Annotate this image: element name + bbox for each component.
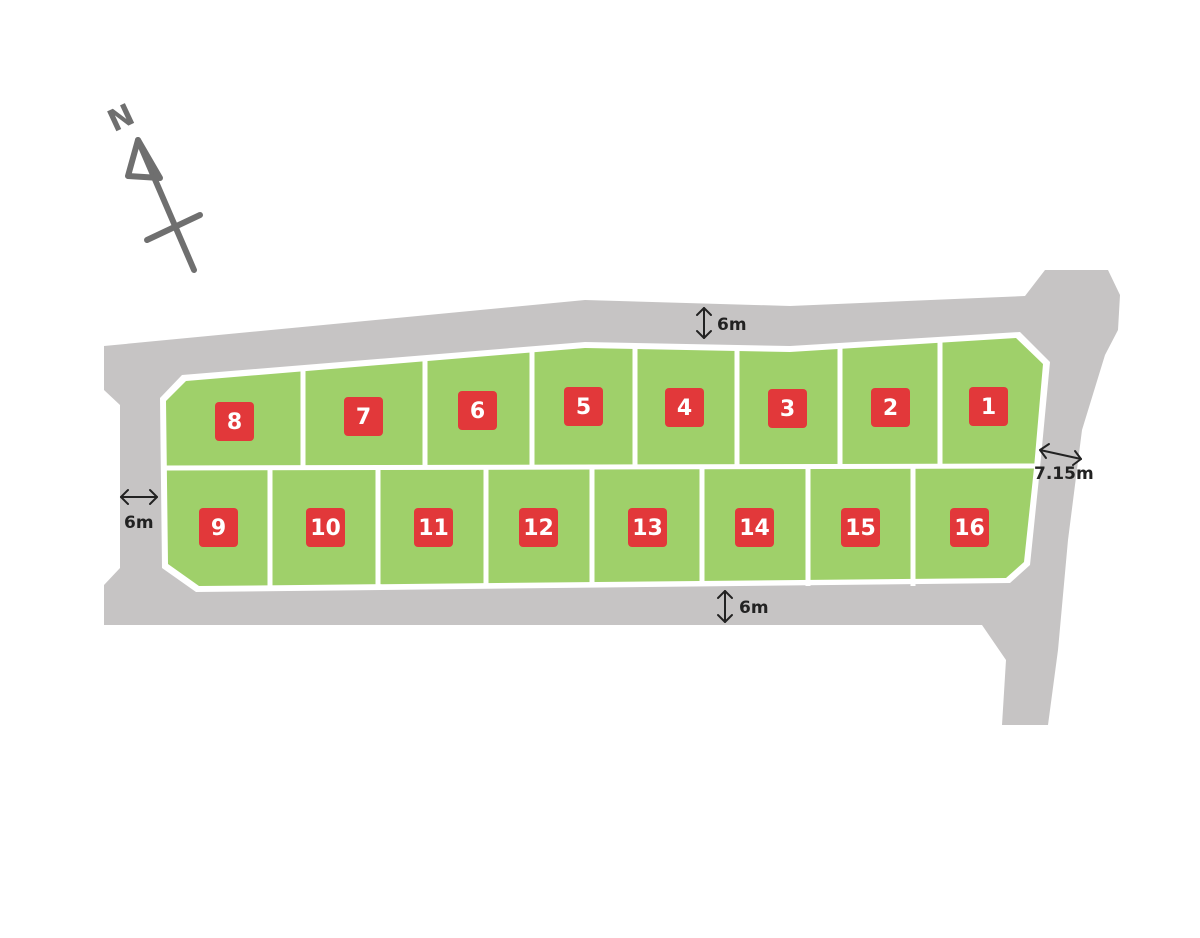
north-arrow-crossbar xyxy=(144,212,203,243)
north-letter: N xyxy=(102,97,140,139)
lot-badge[interactable] xyxy=(215,402,254,441)
lot-badge[interactable] xyxy=(199,508,238,547)
lot-badge[interactable] xyxy=(306,508,345,547)
arrow-head-icon xyxy=(120,489,129,505)
lot-dividers xyxy=(163,338,1041,586)
lot-number: 5 xyxy=(576,395,591,420)
lot-badge[interactable] xyxy=(871,388,910,427)
lot-badge[interactable] xyxy=(564,387,603,426)
lot-badge[interactable] xyxy=(841,508,880,547)
lot-badge[interactable] xyxy=(628,508,667,547)
road-width-annotations: 6m 6m 6m 7.15m xyxy=(120,307,1094,623)
lot-badge[interactable] xyxy=(458,391,497,430)
road-width-label: 6m xyxy=(717,315,747,335)
lot-badges-bottom: 9 10 11 12 13 14 15 16 xyxy=(199,508,989,547)
east-road-width: 7.15m xyxy=(1034,443,1094,484)
lot-badge[interactable] xyxy=(665,388,704,427)
road-width-label: 6m xyxy=(739,598,769,618)
lot-badge[interactable] xyxy=(519,508,558,547)
lot-number: 6 xyxy=(470,399,485,424)
lot-number: 1 xyxy=(981,395,996,420)
row-divider xyxy=(163,463,1041,471)
lot-number: 4 xyxy=(677,396,692,421)
arrow-head-icon xyxy=(1072,450,1082,466)
lot-badge[interactable] xyxy=(344,397,383,436)
lot-number: 14 xyxy=(739,516,770,541)
lot-badge[interactable] xyxy=(950,508,989,547)
north-road-width: 6m xyxy=(696,307,747,339)
arrow-head-icon xyxy=(717,590,733,599)
lot-number: 12 xyxy=(523,516,554,541)
south-road-width: 6m xyxy=(717,590,769,623)
lot-block-fill xyxy=(166,338,1043,586)
lot-number: 15 xyxy=(845,516,876,541)
west-road-width: 6m xyxy=(120,489,158,533)
lot-block xyxy=(160,332,1050,592)
double-arrow-horizontal-icon xyxy=(1039,449,1082,460)
road-width-label: 6m xyxy=(124,513,154,533)
lot-number: 7 xyxy=(356,405,371,430)
lot-badge[interactable] xyxy=(969,387,1008,426)
arrow-head-icon xyxy=(717,614,733,623)
lot-number: 3 xyxy=(780,397,795,422)
arrow-head-icon xyxy=(149,489,158,505)
arrow-head-icon xyxy=(1039,443,1050,459)
lot-number: 8 xyxy=(227,410,242,435)
arrow-head-icon xyxy=(696,330,712,339)
lot-badges-top: 8 7 6 5 4 3 2 1 xyxy=(215,387,1008,441)
lot-number: 9 xyxy=(211,516,226,541)
lot-badge[interactable] xyxy=(414,508,453,547)
lot-badge[interactable] xyxy=(735,508,774,547)
lot-number: 11 xyxy=(418,516,449,541)
lot-number: 2 xyxy=(883,396,898,421)
lot-number: 10 xyxy=(310,516,341,541)
lot-badge[interactable] xyxy=(768,389,807,428)
north-arrow-head xyxy=(125,137,163,181)
arrow-head-icon xyxy=(696,307,712,316)
lot-number: 13 xyxy=(632,516,663,541)
lot-number: 16 xyxy=(954,516,985,541)
road-width-label: 7.15m xyxy=(1034,464,1094,484)
north-arrow-icon: N xyxy=(102,97,203,273)
